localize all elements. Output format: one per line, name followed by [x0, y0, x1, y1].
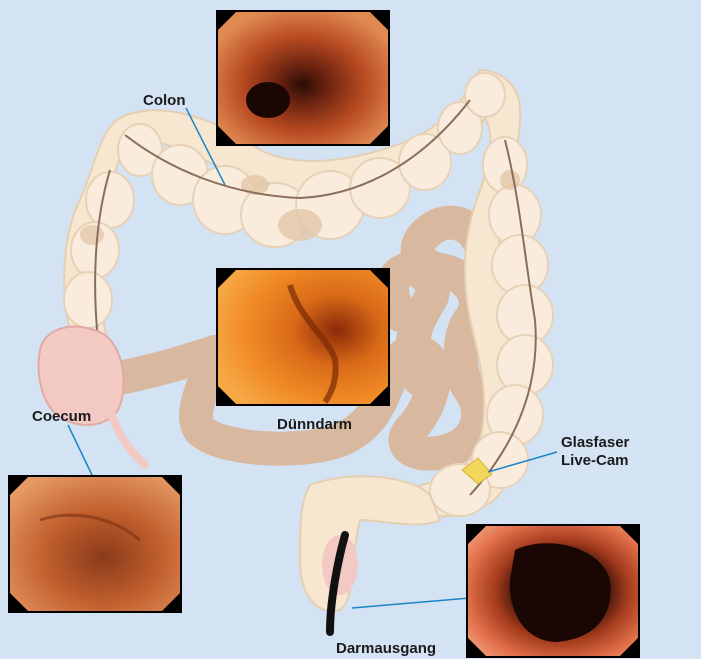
coecum-leader — [68, 425, 92, 475]
endoscopy-image-coecum — [8, 475, 182, 613]
endoscopy-image-darmausgang — [466, 524, 640, 658]
coecum — [39, 327, 146, 465]
label-darmausgang: Darmausgang — [336, 640, 436, 658]
endoscopy-image-duenndarm — [216, 268, 390, 406]
label-coecum: Coecum — [32, 408, 91, 426]
label-live-cam: Live-Cam — [561, 452, 629, 470]
label-duenndarm: Dünndarm — [277, 416, 352, 434]
rectum — [300, 476, 440, 611]
endoscopy-image-colon — [216, 10, 390, 146]
label-colon: Colon — [143, 92, 186, 110]
darmausgang-leader — [352, 598, 470, 608]
label-glasfaser: Glasfaser — [561, 434, 629, 452]
label-glasfaser-live-cam: Glasfaser Live-Cam — [561, 434, 629, 470]
